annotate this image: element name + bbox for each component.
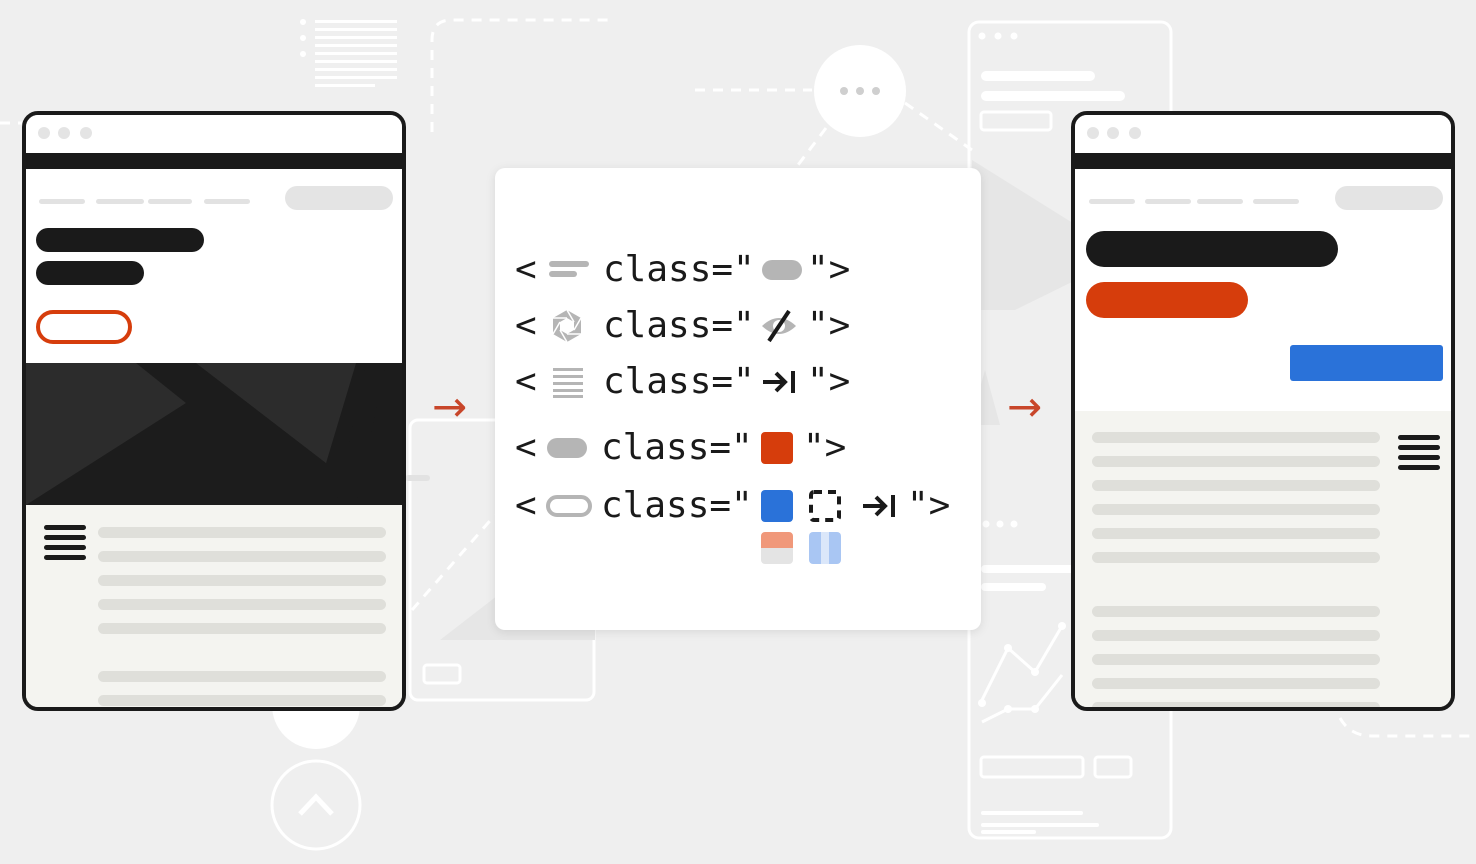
paragraph-lines-icon <box>553 368 583 398</box>
open-bracket: < <box>515 361 537 402</box>
open-bracket: < <box>515 427 537 468</box>
search-pill[interactable] <box>285 186 393 210</box>
title-bar <box>26 115 402 153</box>
open-bracket: < <box>515 249 537 290</box>
class-attribute: class=" <box>601 485 753 526</box>
window-dot <box>58 127 70 139</box>
headline-bar <box>1086 231 1338 267</box>
blue-swatch-icon <box>761 490 793 522</box>
nav-link[interactable] <box>1253 199 1299 204</box>
close-quote-bracket: "> <box>907 485 951 526</box>
arrow-left-to-code: → <box>432 382 468 431</box>
code-line: < class=" "> <box>515 360 961 404</box>
class-attribute: class=" <box>601 427 753 468</box>
code-line: < class=" "> <box>515 248 961 292</box>
text-line <box>98 695 386 706</box>
scroll-up-icon <box>270 759 362 851</box>
text-line <box>1092 606 1380 617</box>
close-quote-bracket: "> <box>807 305 851 346</box>
window-dot <box>80 127 92 139</box>
text-line <box>1092 480 1380 491</box>
hamburger-menu-icon[interactable] <box>44 525 86 565</box>
open-bracket: < <box>515 485 537 526</box>
code-line: < class=" "> <box>515 426 961 470</box>
orange-cta-button[interactable] <box>1086 282 1248 318</box>
text-line <box>1092 432 1380 443</box>
nav-link[interactable] <box>1089 199 1135 204</box>
text-line <box>98 527 386 538</box>
subheadline-bar <box>36 261 144 285</box>
window-dot <box>38 127 50 139</box>
toolbar-bar <box>26 153 402 169</box>
code-line: < class=" "> <box>515 484 961 528</box>
text-line <box>1092 504 1380 515</box>
nav-link[interactable] <box>39 199 85 204</box>
title-bar <box>1075 115 1451 153</box>
window-dot <box>1129 127 1141 139</box>
class-attribute: class=" <box>603 249 755 290</box>
text-line <box>1092 654 1380 665</box>
text-line <box>98 599 386 610</box>
blue-action-button[interactable] <box>1290 345 1443 381</box>
close-quote-bracket: "> <box>807 249 851 290</box>
text-line <box>98 671 386 682</box>
pill-shape-icon <box>547 438 587 458</box>
camera-shutter-icon <box>552 309 582 343</box>
hamburger-menu-icon[interactable] <box>1398 435 1440 475</box>
class-attribute: class=" <box>603 305 755 346</box>
text-line <box>1092 630 1380 641</box>
nav-link[interactable] <box>96 199 144 204</box>
close-quote-bracket: "> <box>807 361 851 402</box>
text-line <box>1092 702 1380 707</box>
close-quote-bracket: "> <box>803 427 847 468</box>
blue-light-swatch-icon <box>809 532 841 564</box>
content-area <box>1075 411 1451 707</box>
nav-link[interactable] <box>1197 199 1243 204</box>
orange-light-swatch-icon <box>761 532 793 564</box>
tab-indent-icon <box>763 371 795 393</box>
window-dot <box>1087 127 1099 139</box>
arrow-code-to-right: → <box>1007 382 1043 431</box>
text-line <box>1092 552 1380 563</box>
more-dots-icon <box>814 45 906 137</box>
content-area <box>26 505 402 707</box>
left-browser-window <box>22 111 406 711</box>
nav-link[interactable] <box>148 199 192 204</box>
search-pill[interactable] <box>1335 186 1443 210</box>
outline-button-icon <box>546 495 592 517</box>
toolbar-bar <box>1075 153 1451 169</box>
nav-link[interactable] <box>204 199 250 204</box>
text-line <box>98 551 386 562</box>
outline-cta-button[interactable] <box>36 310 132 344</box>
text-line <box>1092 456 1380 467</box>
hero-image <box>26 363 402 505</box>
orange-swatch-icon <box>761 432 793 464</box>
text-line <box>98 575 386 586</box>
headline-bar <box>36 228 204 252</box>
nav-link[interactable] <box>1145 199 1191 204</box>
pill-shape-icon <box>762 260 802 280</box>
focus-ring-icon <box>809 490 841 522</box>
tab-indent-icon <box>863 495 895 517</box>
code-line: < class=" "> <box>515 304 961 348</box>
open-bracket: < <box>515 305 537 346</box>
text-lines-icon <box>549 261 589 277</box>
text-line <box>98 623 386 634</box>
visibility-hidden-icon <box>762 309 796 343</box>
code-card: < class=" "> < class=" "> <box>495 168 981 630</box>
right-browser-window <box>1071 111 1455 711</box>
window-dot <box>1107 127 1119 139</box>
class-attribute: class=" <box>603 361 755 402</box>
text-line <box>1092 678 1380 689</box>
text-line <box>1092 528 1380 539</box>
